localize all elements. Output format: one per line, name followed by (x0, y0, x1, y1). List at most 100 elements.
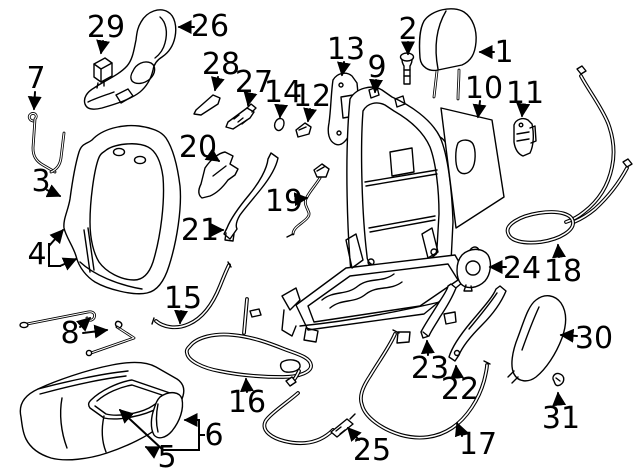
callout-6-label[interactable]: 6 (204, 418, 223, 453)
part-5-6-seat-cushion (19, 361, 185, 461)
part-14-grommet (273, 117, 285, 132)
callout-4[interactable]: 4 (27, 228, 78, 272)
callout-11-label[interactable]: 11 (506, 76, 544, 111)
callout-14[interactable]: 14 (264, 75, 302, 119)
part-1-headrest (418, 8, 477, 101)
callout-26[interactable]: 26 (177, 9, 229, 44)
callout-30-arrow (559, 328, 578, 343)
part-12-clip-bracket (295, 122, 312, 138)
part-18-cable-assembly (505, 65, 633, 245)
callout-19-label[interactable]: 19 (265, 184, 303, 219)
callout-9-label[interactable]: 9 (367, 50, 386, 85)
callout-25[interactable]: 25 (347, 426, 391, 468)
callout-17-label[interactable]: 17 (459, 427, 497, 462)
part-22-bracket (448, 285, 507, 362)
callout-26-label[interactable]: 26 (191, 9, 229, 44)
callout-1-label[interactable]: 1 (494, 35, 513, 70)
callout-20[interactable]: 20 (179, 130, 221, 165)
callout-6[interactable]: 6 (162, 413, 224, 453)
part-11-latch (513, 117, 537, 157)
part-25-cable-connector (262, 391, 356, 446)
callout-3[interactable]: 3 (31, 164, 62, 199)
callout-28-label[interactable]: 28 (202, 47, 240, 82)
callout-23[interactable]: 23 (411, 339, 449, 386)
part-16-cable-loop (184, 297, 313, 387)
part-21-side-member (223, 152, 279, 242)
callout-21[interactable]: 21 (181, 213, 225, 248)
callout-4-arrow-2 (59, 257, 78, 271)
part-23-bracket (420, 283, 457, 339)
callout-23-arrow (420, 339, 435, 356)
callout-1[interactable]: 1 (478, 35, 514, 70)
callout-31-label[interactable]: 31 (542, 401, 580, 436)
callout-16[interactable]: 16 (228, 377, 266, 420)
callout-12[interactable]: 12 (293, 79, 331, 123)
callout-18-label[interactable]: 18 (544, 254, 582, 289)
callout-24[interactable]: 24 (488, 251, 541, 286)
callout-30[interactable]: 30 (559, 321, 613, 356)
callout-25-label[interactable]: 25 (353, 433, 391, 468)
callout-28[interactable]: 28 (202, 47, 240, 92)
callout-18[interactable]: 18 (544, 243, 582, 289)
callout-23-label[interactable]: 23 (411, 351, 449, 386)
callout-18-arrow (552, 243, 567, 259)
part-8-wire-rods (19, 310, 136, 357)
callout-24-label[interactable]: 24 (503, 251, 541, 286)
part-9-seatback-frame (346, 86, 454, 285)
callout-7-arrow (27, 91, 42, 111)
callout-2[interactable]: 2 (398, 12, 418, 56)
part-19-release-cable (286, 163, 330, 238)
callout-29-arrow (96, 39, 110, 55)
callout-9-arrow (369, 78, 384, 94)
callout-15-label[interactable]: 15 (164, 281, 202, 316)
callout-11[interactable]: 11 (506, 76, 544, 118)
callout-11-arrow (516, 102, 531, 118)
callout-29-label[interactable]: 29 (87, 10, 125, 45)
part-31-clip (552, 372, 565, 387)
callout-22[interactable]: 22 (441, 364, 479, 407)
callout-12-label[interactable]: 12 (293, 79, 331, 114)
callout-5[interactable]: 5 (118, 409, 177, 471)
callout-2-label[interactable]: 2 (398, 12, 417, 47)
callout-22-label[interactable]: 22 (441, 372, 479, 407)
callout-5-label[interactable]: 5 (157, 440, 176, 471)
part-24-recliner-cover (456, 246, 492, 292)
callout-22-arrow (450, 364, 465, 380)
part-28-trim-strip (193, 94, 221, 116)
callout-29[interactable]: 29 (87, 10, 125, 55)
callout-13-label[interactable]: 13 (327, 32, 365, 67)
callout-3-label[interactable]: 3 (31, 164, 50, 199)
callout-10[interactable]: 10 (465, 71, 503, 119)
callout-17[interactable]: 17 (454, 421, 497, 462)
callout-25-arrow (347, 426, 362, 443)
callout-28-arrow (211, 76, 225, 92)
callout-20-label[interactable]: 20 (179, 130, 217, 165)
callout-15[interactable]: 15 (164, 281, 202, 325)
callout-8[interactable]: 8 (60, 316, 109, 351)
callout-14-label[interactable]: 14 (264, 75, 302, 110)
callout-4-label[interactable]: 4 (27, 237, 46, 272)
callout-13[interactable]: 13 (327, 32, 365, 77)
callout-4-bracket (48, 243, 61, 267)
callout-27[interactable]: 27 (235, 65, 273, 107)
callout-16-arrow (239, 377, 254, 393)
callout-5-arrow (118, 409, 163, 450)
callout-10-label[interactable]: 10 (465, 71, 503, 106)
callout-10-arrow (472, 100, 487, 119)
callout-30-label[interactable]: 30 (575, 321, 613, 356)
callout-19[interactable]: 19 (265, 184, 309, 219)
callout-21-label[interactable]: 21 (181, 213, 219, 248)
callout-7-label[interactable]: 7 (26, 61, 45, 96)
callout-27-arrow (243, 91, 258, 107)
callout-31-arrow (552, 391, 567, 407)
part-29-switch (93, 57, 113, 89)
callout-31[interactable]: 31 (542, 391, 580, 436)
callout-20-arrow (204, 148, 221, 162)
callout-8-label[interactable]: 8 (60, 316, 79, 351)
callout-7[interactable]: 7 (26, 61, 46, 111)
callout-9[interactable]: 9 (367, 50, 387, 94)
callout-14-arrow (274, 103, 289, 119)
callout-27-label[interactable]: 27 (235, 65, 273, 100)
callout-16-label[interactable]: 16 (228, 385, 266, 420)
